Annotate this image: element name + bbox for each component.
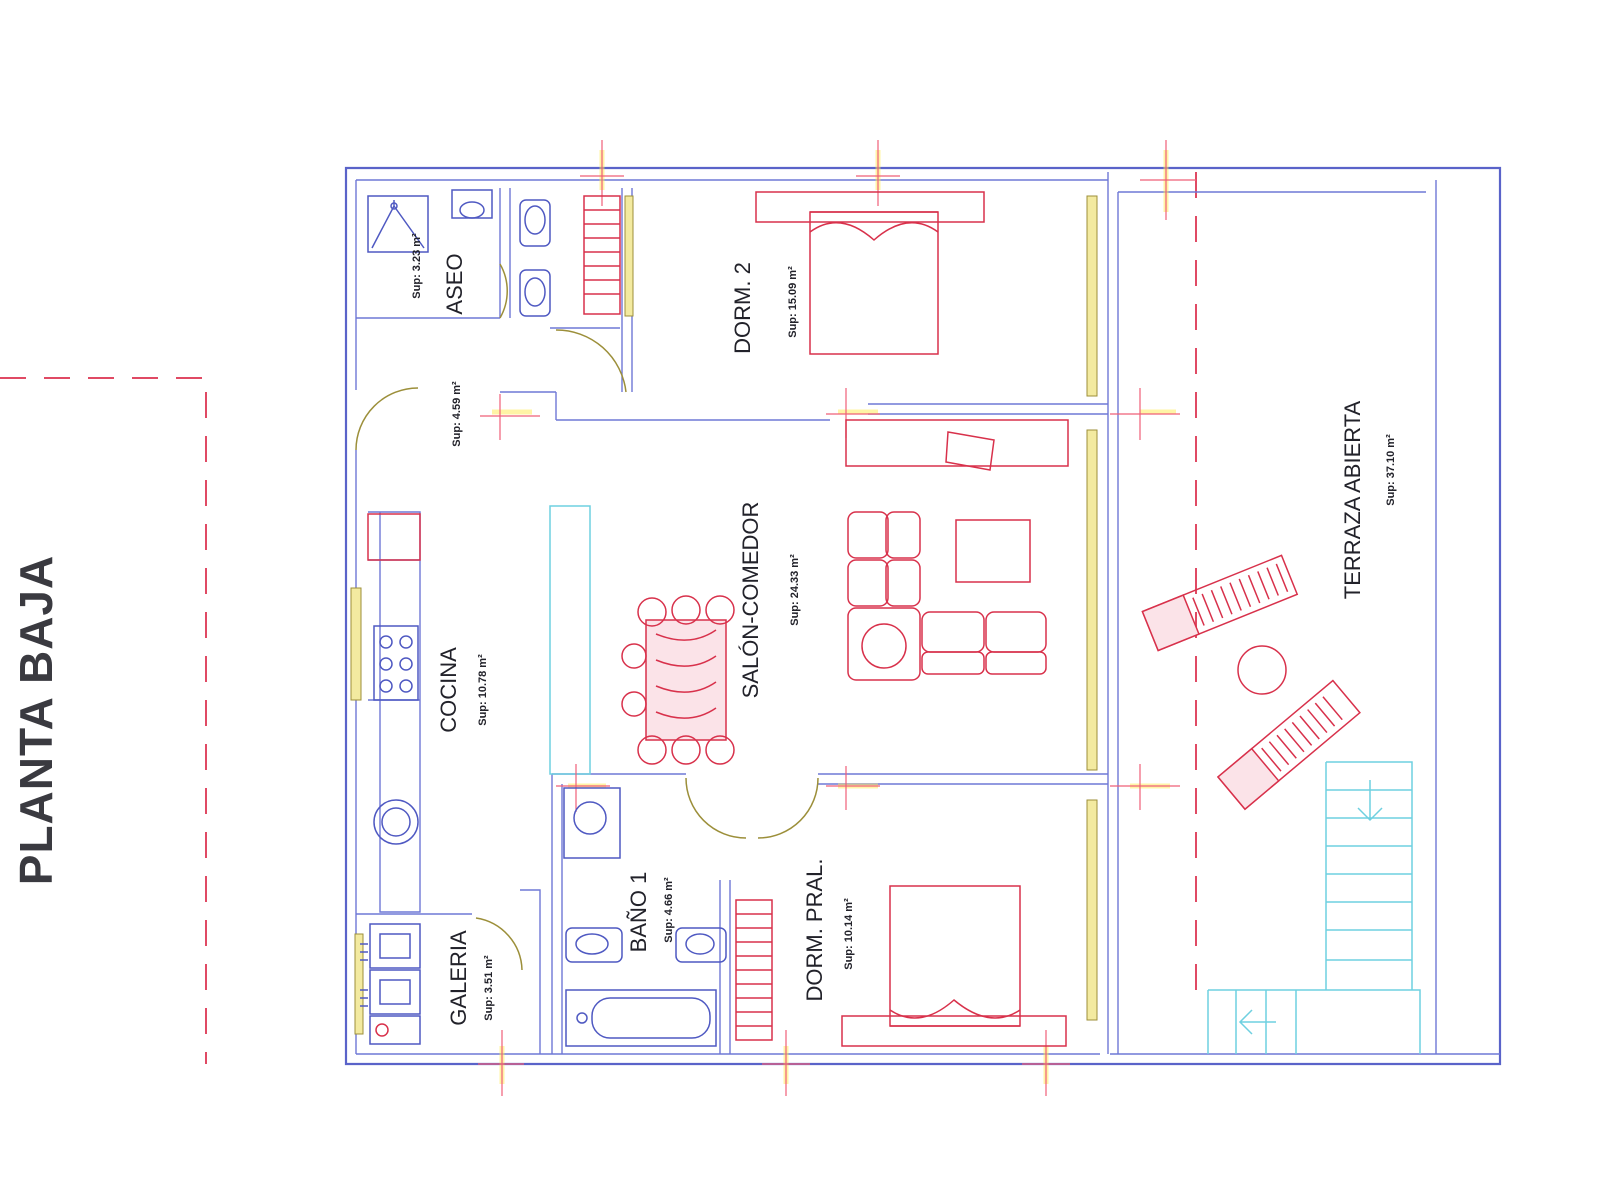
bano1-fixtures — [563, 787, 727, 1047]
svg-text:SALÓN-COMEDOR: SALÓN-COMEDOR — [738, 502, 763, 699]
svg-text:Sup: 4.59 m²: Sup: 4.59 m² — [451, 381, 463, 447]
aseo-fixtures — [367, 189, 551, 317]
doors — [355, 263, 819, 971]
svg-text:DORM. 2: DORM. 2 — [730, 262, 755, 354]
dining-table — [621, 595, 735, 765]
windows — [350, 195, 1098, 1035]
wardrobe-dorm2 — [583, 195, 621, 315]
room-label-dorm2: DORM. 2 Sup: 15.09 m² — [730, 262, 799, 354]
svg-text:Sup: 4.66 m²: Sup: 4.66 m² — [663, 877, 675, 943]
svg-text:ASEO: ASEO — [442, 253, 467, 314]
svg-text:Sup: 3.23 m²: Sup: 3.23 m² — [411, 233, 423, 299]
room-label-galeria: GALERIA Sup: 3.51 m² — [446, 930, 495, 1026]
room-label-dormpral: DORM. PRAL. Sup: 10.14 m² — [802, 858, 855, 1001]
svg-text:BAÑO 1: BAÑO 1 — [626, 872, 651, 953]
interior-walls — [356, 188, 1108, 1054]
sofa-set — [847, 511, 1047, 681]
svg-text:Sup: 24.33 m²: Sup: 24.33 m² — [789, 554, 801, 626]
svg-text:Sup: 37.10 m²: Sup: 37.10 m² — [1385, 434, 1397, 506]
plot-boundary — [0, 172, 1197, 1064]
room-label-bano1: BAÑO 1 Sup: 4.66 m² — [626, 872, 675, 953]
svg-text:DORM. PRAL.: DORM. PRAL. — [802, 858, 827, 1001]
wardrobe-dormpral — [735, 899, 773, 1041]
room-label-pasillo: Sup: 4.59 m² — [451, 381, 463, 447]
room-label-terraza: TERRAZA ABIERTA Sup: 37.10 m² — [1340, 400, 1397, 599]
bed-dormpral — [841, 885, 1067, 1047]
svg-text:Sup: 3.51 m²: Sup: 3.51 m² — [483, 955, 495, 1021]
svg-text:COCINA: COCINA — [436, 647, 461, 733]
exterior-walls — [344, 166, 1502, 1066]
bed-dorm2 — [755, 191, 985, 355]
svg-text:Sup: 15.09 m²: Sup: 15.09 m² — [787, 266, 799, 338]
room-label-salon: SALÓN-COMEDOR Sup: 24.33 m² — [738, 502, 801, 699]
svg-text:GALERIA: GALERIA — [446, 930, 471, 1026]
kitchen-appliances — [367, 513, 421, 845]
svg-text:TERRAZA ABIERTA: TERRAZA ABIERTA — [1340, 400, 1365, 599]
tv-unit — [845, 419, 1069, 471]
svg-text:Sup: 10.14 m²: Sup: 10.14 m² — [843, 898, 855, 970]
galeria-appliances — [360, 923, 421, 1045]
staircase — [1207, 761, 1421, 1054]
room-label-cocina: COCINA Sup: 10.78 m² — [436, 647, 489, 733]
terrace-furniture — [1141, 554, 1361, 811]
axis-markers — [478, 140, 1196, 1096]
room-label-aseo: ASEO Sup: 3.23 m² — [411, 233, 467, 315]
svg-text:Sup: 10.78 m²: Sup: 10.78 m² — [477, 654, 489, 726]
plan-title: PLANTA BAJA — [10, 555, 62, 885]
